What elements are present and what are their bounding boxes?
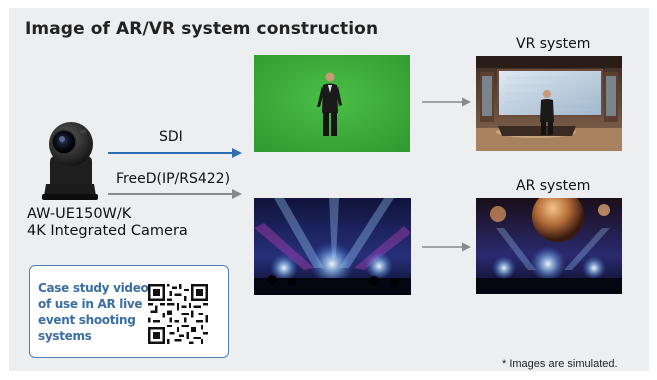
green-screen-image	[254, 55, 410, 152]
case-study-line: event shooting	[38, 313, 136, 327]
case-study-line: of use in AR live	[38, 297, 143, 311]
page-title: Image of AR/VR system construction	[25, 19, 379, 39]
concert-stage-image	[254, 198, 411, 295]
footnote: * Images are simulated.	[502, 358, 618, 370]
ptz-camera-icon	[42, 122, 98, 200]
case-study-text: Case study videos of use in AR live even…	[38, 280, 156, 344]
vr-studio-image	[476, 56, 622, 151]
freed-arrow	[108, 189, 242, 199]
freed-label: FreeD(IP/RS422)	[116, 171, 231, 187]
case-study-line: systems	[38, 329, 92, 343]
to-vr-arrow	[422, 97, 471, 107]
sdi-label: SDI	[159, 129, 183, 145]
vr-system-label: VR system	[516, 36, 591, 52]
ar-concert-image	[476, 198, 622, 294]
camera-model: AW-UE150W/K	[27, 206, 132, 222]
camera-caption: AW-UE150W/K 4K Integrated Camera	[27, 206, 188, 240]
ar-system-label: AR system	[516, 178, 591, 194]
case-study-line: Case study videos	[38, 281, 156, 295]
case-study-box[interactable]: Case study videos of use in AR live even…	[29, 265, 229, 358]
qr-code-icon[interactable]	[148, 284, 208, 344]
camera-name: 4K Integrated Camera	[27, 223, 188, 239]
sdi-arrow	[108, 148, 242, 158]
to-ar-arrow	[422, 242, 471, 252]
